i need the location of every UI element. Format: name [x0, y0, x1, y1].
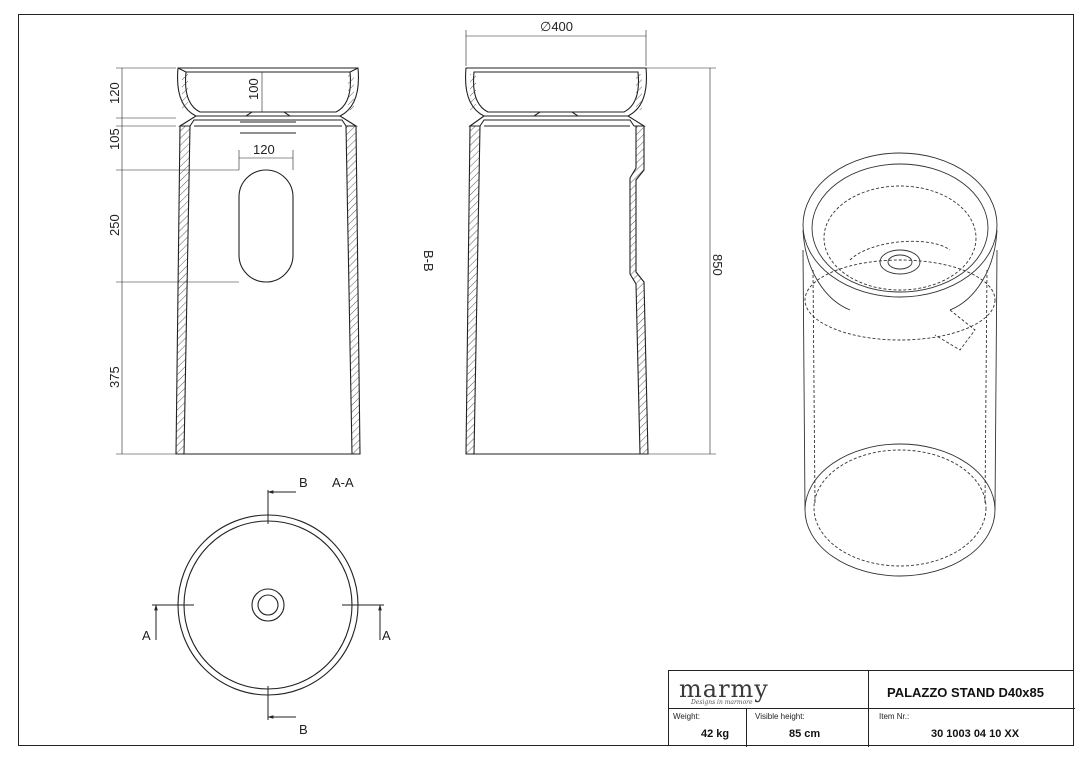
top-view: [152, 490, 384, 720]
dim-375: 375: [107, 366, 122, 388]
section-label-aa: A-A: [332, 475, 354, 490]
dim-diameter-400: ∅400: [540, 19, 573, 34]
dim-100: 100: [246, 78, 261, 100]
height-cell: Visible height: 85 cm: [747, 709, 869, 747]
weight-cell: Weight: 42 kg: [669, 709, 747, 747]
dim-850: 850: [710, 254, 725, 276]
section-label-b-bottom: B: [299, 722, 308, 737]
brand-logo: marmy: [679, 675, 769, 703]
dim-120-slot: 120: [253, 142, 275, 157]
brand-tagline: Designs in marmore: [691, 699, 753, 706]
section-label-b-top: B: [299, 475, 308, 490]
product-cell: PALAZZO STAND D40x85: [869, 671, 1075, 709]
height-value: 85 cm: [789, 728, 821, 740]
item-label: Item Nr.:: [879, 712, 910, 721]
product-title: PALAZZO STAND D40x85: [887, 685, 1044, 700]
weight-label: Weight:: [673, 712, 700, 721]
title-block: marmy Designs in marmore PALAZZO STAND D…: [668, 670, 1075, 747]
item-cell: Item Nr.: 30 1003 04 10 XX: [869, 709, 1075, 747]
dim-120-top: 120: [107, 82, 122, 104]
section-label-a-right: A: [382, 628, 391, 643]
weight-value: 42 kg: [701, 728, 730, 740]
side-section-view: [464, 30, 716, 455]
dim-105: 105: [107, 128, 122, 150]
logo-cell: marmy Designs in marmore: [669, 671, 869, 709]
item-value: 30 1003 04 10 XX: [931, 728, 1020, 740]
height-label: Visible height:: [755, 712, 805, 721]
section-label-bb: B-B: [421, 250, 436, 272]
dim-250: 250: [107, 214, 122, 236]
front-section-view: [116, 67, 361, 455]
section-label-a-left: A: [142, 628, 151, 643]
isometric-view: [802, 152, 998, 577]
drawing-frame: [18, 14, 1074, 746]
